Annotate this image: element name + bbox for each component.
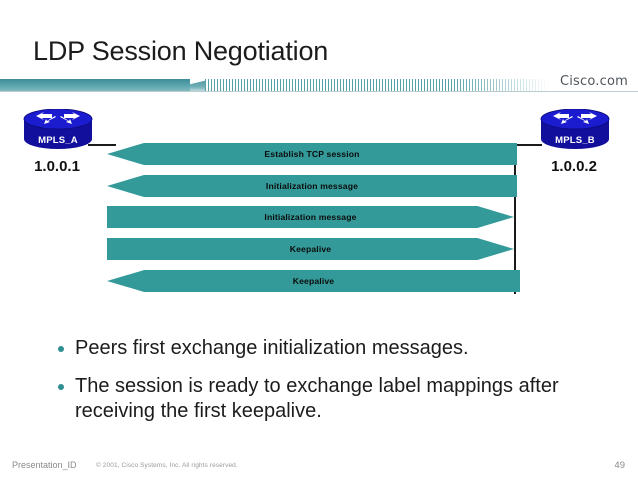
message-arrow-label: Initialization message — [265, 181, 359, 191]
connector-line-left — [88, 144, 116, 146]
router-node-right: MPLS_B — [539, 109, 611, 151]
divider-baseline — [0, 91, 638, 92]
footer-divider — [0, 452, 638, 453]
footer-page-number: 49 — [614, 460, 625, 471]
list-item: The session is ready to exchange label m… — [58, 374, 598, 424]
footer-presentation-id: Presentation_ID — [12, 460, 77, 470]
message-arrow: Establish TCP session — [107, 143, 517, 165]
router-right-ip: 1.0.0.2 — [551, 158, 597, 175]
message-arrow-label: Keepalive — [292, 276, 335, 286]
cisco-com-brand: Cisco.com — [559, 74, 628, 89]
bullet-text: Peers first exchange initialization mess… — [75, 337, 469, 359]
message-arrow: Initialization message — [107, 175, 517, 197]
bullet-dot-icon — [58, 346, 64, 352]
router-node-left: MPLS_A — [22, 109, 94, 151]
divider-solid-band — [0, 79, 196, 92]
connector-line-right — [514, 144, 542, 146]
divider-stripe-pattern — [205, 79, 550, 92]
message-arrow-label: Keepalive — [289, 244, 332, 254]
page-title: LDP Session Negotiation — [33, 36, 329, 66]
router-icon — [540, 109, 610, 149]
message-arrow-label: Establish TCP session — [264, 149, 360, 159]
message-arrow: Initialization message — [107, 206, 514, 228]
bullet-text: The session is ready to exchange label m… — [75, 375, 559, 422]
header-divider — [0, 79, 638, 92]
bullet-dot-icon — [58, 384, 64, 390]
message-arrow-label: Initialization message — [264, 212, 357, 222]
bullet-list: Peers first exchange initialization mess… — [58, 336, 598, 437]
message-arrow: Keepalive — [107, 270, 520, 292]
footer-copyright: © 2001, Cisco Systems, Inc. All rights r… — [96, 462, 238, 469]
router-left-ip: 1.0.0.1 — [34, 158, 80, 175]
message-arrow: Keepalive — [107, 238, 514, 260]
router-icon — [23, 109, 93, 149]
connector-line-right-vertical — [514, 144, 516, 294]
list-item: Peers first exchange initialization mess… — [58, 336, 598, 361]
